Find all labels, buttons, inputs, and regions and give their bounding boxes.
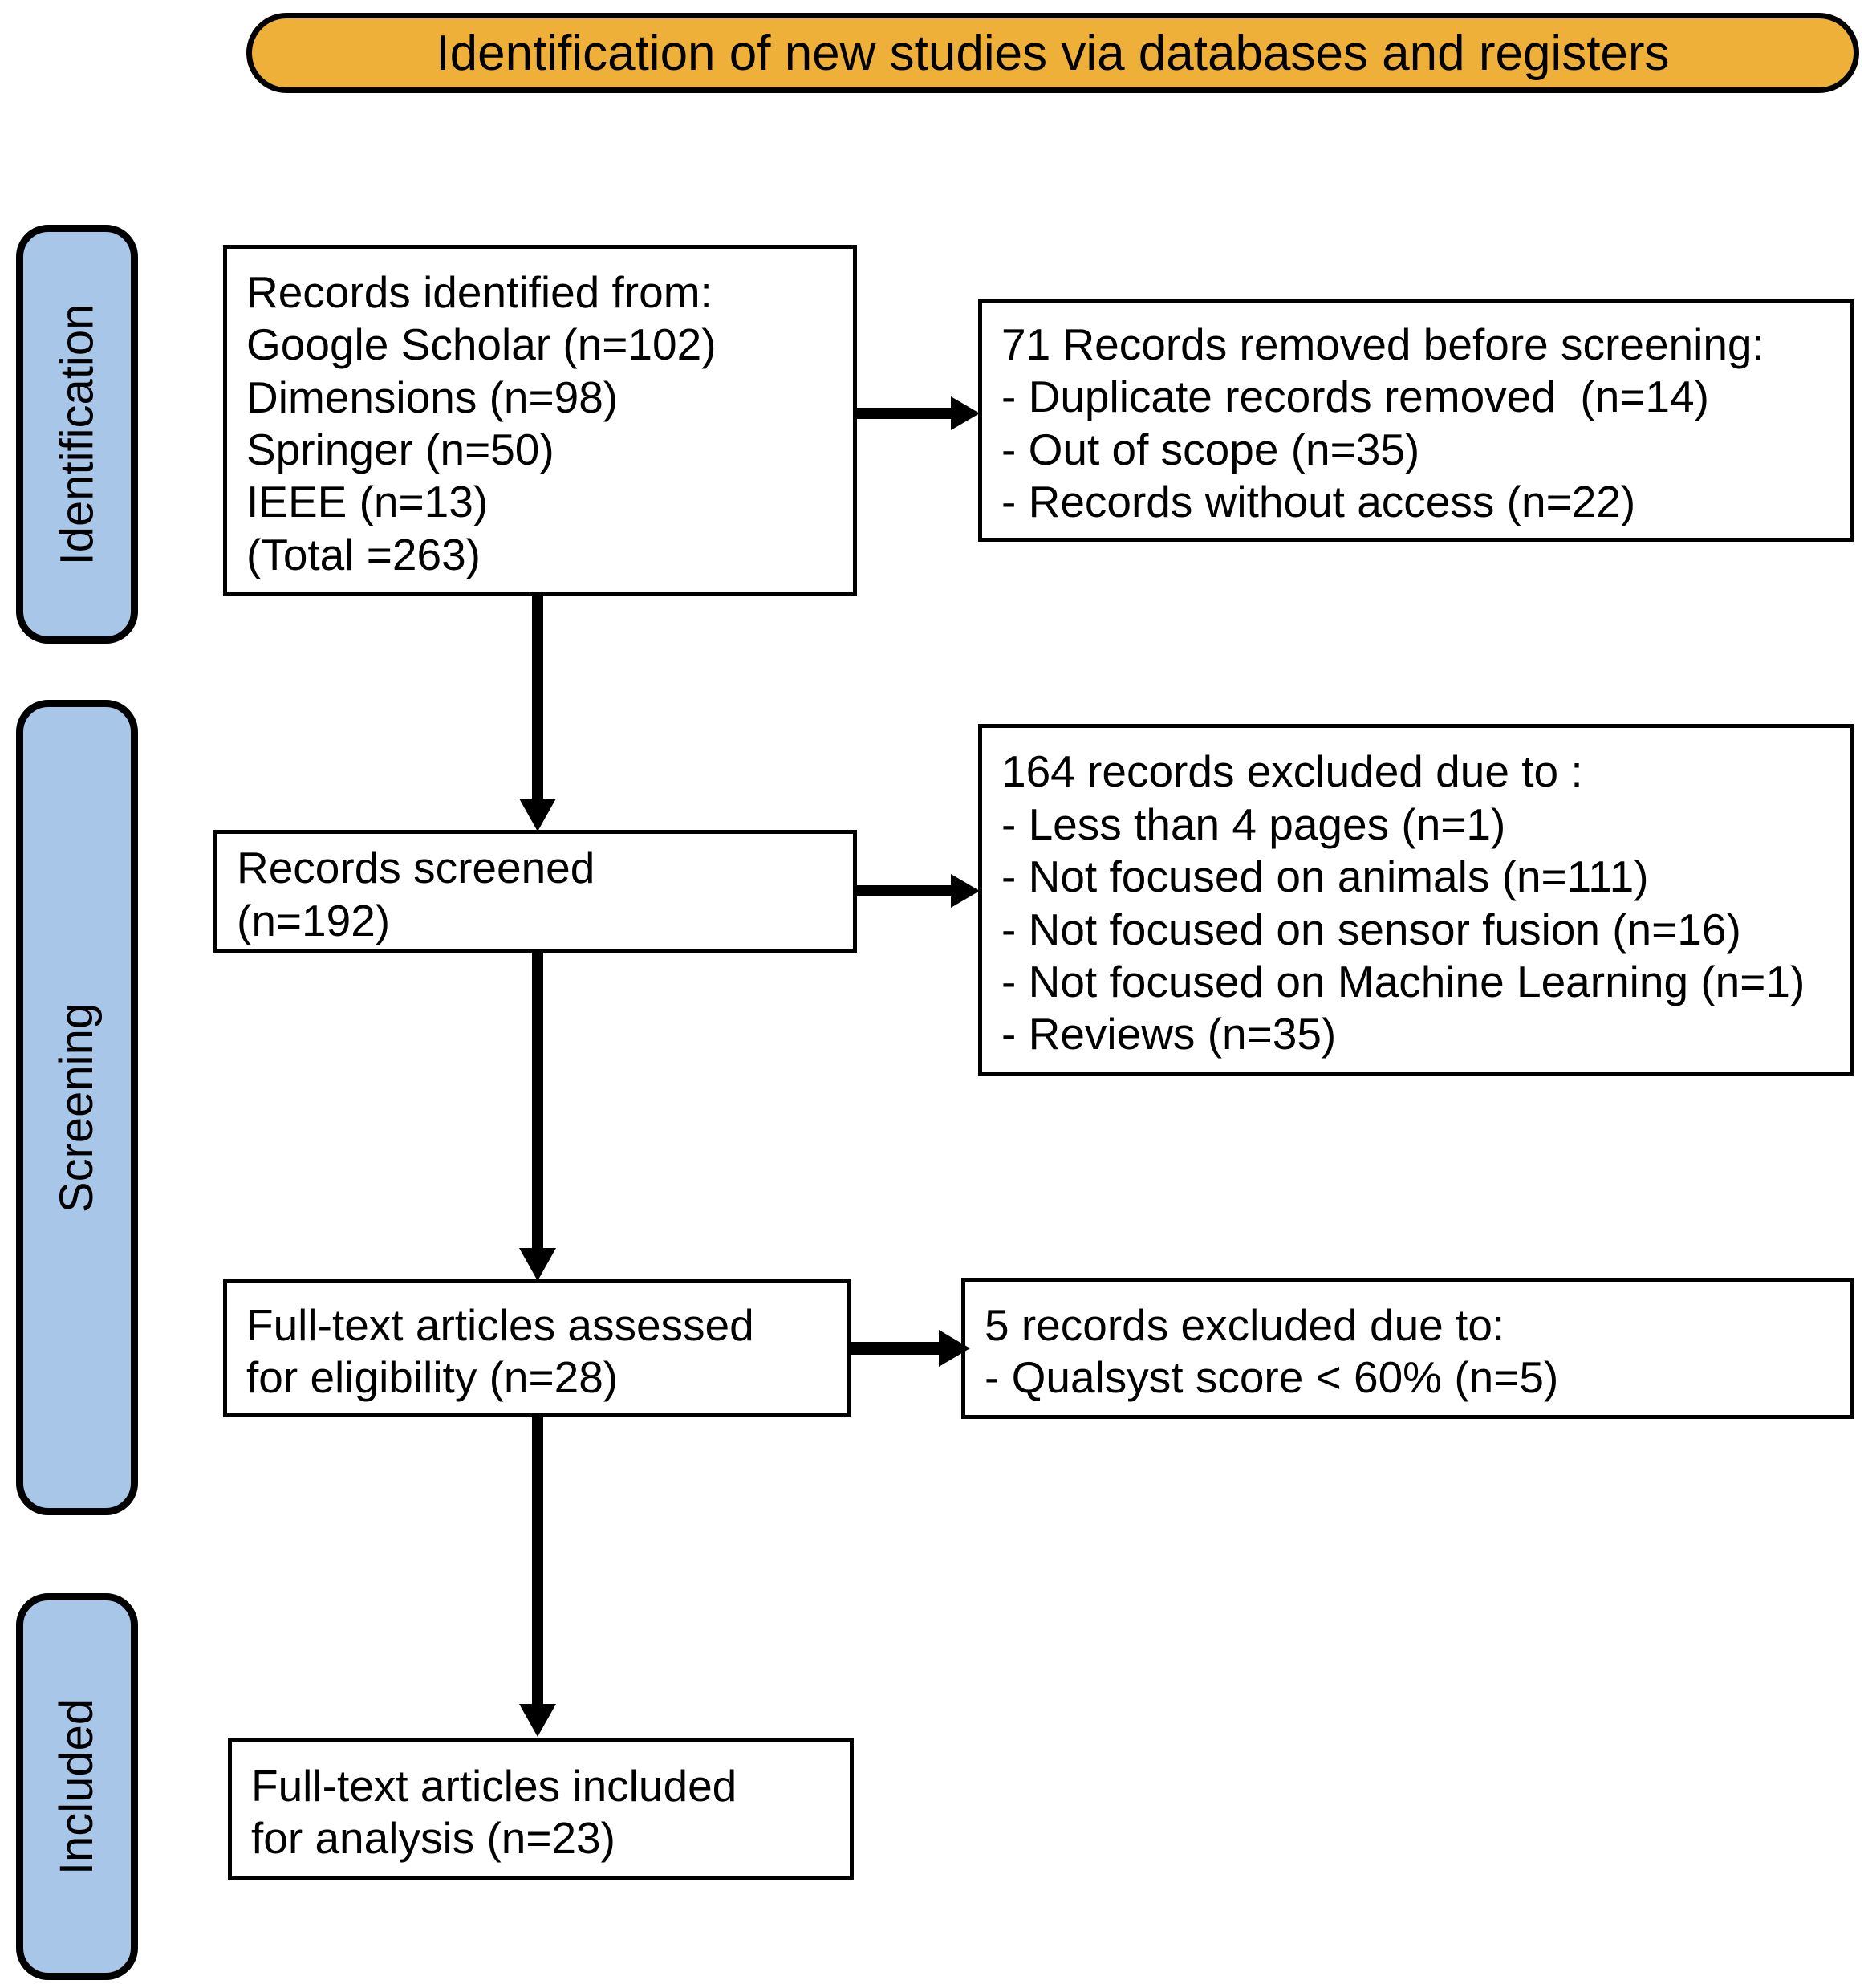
box-line: - Duplicate records removed (n=14) [1001, 372, 1709, 422]
arrow-assessed-to-fulltext-excluded [844, 1328, 977, 1368]
box-records-screened: Records screened (n=192) [213, 830, 857, 953]
box-line: Full-text articles assessed [246, 1299, 754, 1350]
box-line: 164 records excluded due to : [1001, 746, 1583, 797]
box-line: IEEE (n=13) [246, 477, 489, 527]
box-line: - Not focused on sensor fusion (n=16) [1001, 904, 1741, 954]
box-line: 71 Records removed before screening: [1001, 319, 1764, 369]
box-line: Full-text articles included [251, 1760, 737, 1811]
stage-label-included: Included [51, 1698, 104, 1875]
banner-title: Identification of new studies via databa… [436, 25, 1670, 81]
box-line: (n=192) [237, 895, 391, 945]
box-records-excluded: 164 records excluded due to : - Less tha… [978, 724, 1854, 1076]
box-line: - Out of scope (n=35) [1001, 424, 1420, 474]
box-line: 5 records excluded due to: [985, 1299, 1505, 1350]
box-line: - Qualsyst score < 60% (n=5) [985, 1352, 1559, 1402]
box-line: for analysis (n=23) [251, 1813, 615, 1863]
box-line: Springer (n=50) [246, 425, 554, 474]
stage-label-screening: Screening [51, 1002, 104, 1213]
box-records-removed: 71 Records removed before screening: - D… [978, 299, 1854, 542]
box-line: Google Scholar (n=102) [246, 319, 717, 370]
stage-label-identification: Identification [51, 303, 104, 565]
box-line: (Total =263) [246, 529, 481, 579]
stage-pill-included: Included [16, 1593, 138, 1980]
arrow-identified-to-screened [514, 594, 562, 835]
box-fulltext-included: Full-text articles included for analysis… [228, 1738, 854, 1880]
box-line: for eligibility (n=28) [246, 1352, 619, 1402]
box-line: Records screened [237, 843, 595, 893]
arrow-identified-to-removed [851, 393, 987, 433]
box-line: Records identified from: [246, 266, 713, 317]
box-line: - Records without access (n=22) [1001, 476, 1636, 526]
arrow-screened-to-assessed [514, 951, 562, 1284]
box-line: - Less than 4 pages (n=1) [1001, 799, 1506, 849]
arrow-screened-to-excluded [851, 871, 987, 911]
box-line: - Not focused on Machine Learning (n=1) [1001, 956, 1805, 1006]
box-records-identified: Records identified from: Google Scholar … [223, 245, 857, 596]
box-fulltext-excluded: 5 records excluded due to: - Qualsyst sc… [961, 1278, 1854, 1419]
box-line: - Not focused on animals (n=111) [1001, 852, 1649, 902]
identification-banner: Identification of new studies via databa… [246, 13, 1859, 93]
box-line: Dimensions (n=98) [246, 372, 619, 422]
box-line: - Reviews (n=35) [1001, 1009, 1337, 1059]
arrow-assessed-to-included [514, 1415, 562, 1740]
box-fulltext-assessed: Full-text articles assessed for eligibil… [223, 1279, 851, 1417]
stage-pill-screening: Screening [16, 700, 138, 1515]
stage-pill-identification: Identification [16, 225, 138, 644]
